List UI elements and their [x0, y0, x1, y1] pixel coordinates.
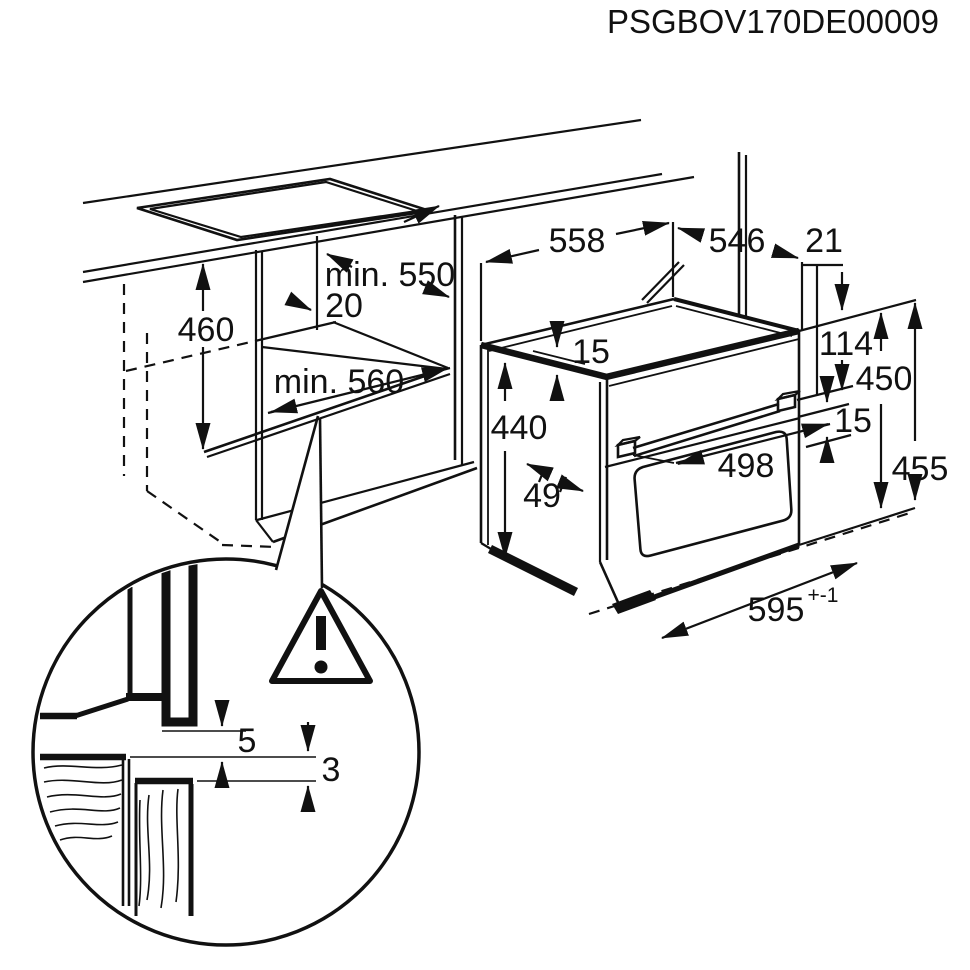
dim-niche-height: 460	[178, 311, 235, 349]
dim-body-height: 440	[491, 409, 548, 447]
dim-oven-top-width: 558	[549, 222, 606, 260]
page-title: PSGBOV170DE00009	[607, 3, 939, 40]
dim-front-panel-height: 114	[819, 325, 873, 363]
dim-niche-width-min: min. 560	[274, 363, 404, 401]
dim-oven-top-depth: 546	[709, 222, 766, 260]
wood-grain	[43, 764, 180, 909]
dim-niche-depth-min: min. 550	[325, 256, 455, 294]
dim-panel-step: 3	[322, 751, 341, 789]
oven-foot-left	[487, 544, 579, 597]
dim-handle-length: 498	[718, 447, 775, 485]
dim-front-width-tolerance: +-1	[808, 584, 839, 607]
hob-cutout-inner	[149, 180, 418, 239]
dim-handle-clearance: 15	[834, 402, 872, 440]
dim-handle-side-inset: 49	[523, 477, 561, 515]
warning-icon	[269, 588, 373, 684]
dim-front-width: 595	[748, 591, 805, 629]
oven-handle	[614, 389, 801, 459]
callout-wedge	[276, 416, 322, 588]
dim-top-clearance: 21	[805, 222, 843, 260]
dimensions	[195, 204, 923, 640]
dim-total-height: 455	[892, 450, 949, 488]
dim-niche-front-height: 450	[856, 360, 913, 398]
detail-circle	[31, 557, 421, 947]
oven	[479, 222, 917, 616]
section-profile	[40, 562, 316, 916]
oven-foot-front	[612, 590, 656, 614]
dim-door-to-panel-gap: 5	[238, 722, 257, 760]
detail-callout	[31, 415, 421, 947]
cabinet-niche	[122, 152, 748, 549]
dim-rear-clearance: 20	[325, 287, 363, 325]
dim-top-recess: 15	[572, 333, 610, 371]
